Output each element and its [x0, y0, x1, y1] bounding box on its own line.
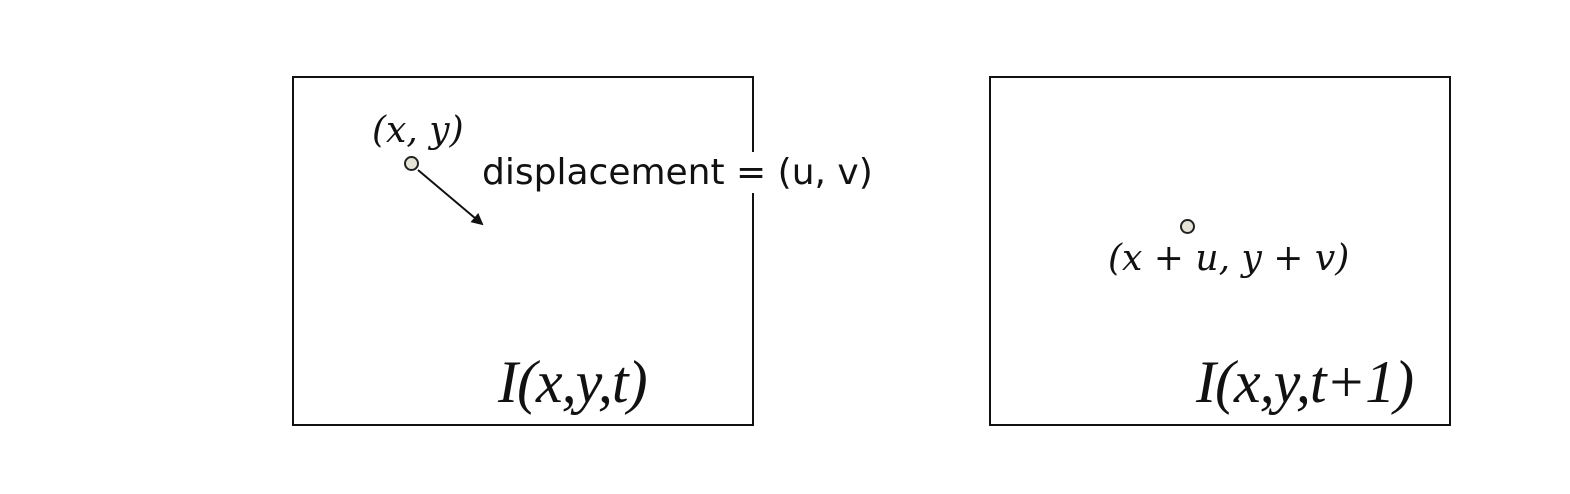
frame-current-image — [292, 76, 754, 426]
source-point-marker — [404, 156, 419, 171]
displacement-label: displacement = (u, v) — [480, 152, 875, 193]
target-point-marker — [1180, 219, 1195, 234]
source-point-label: (x, y) — [372, 110, 464, 151]
target-point-label: (x + u, y + v) — [1108, 238, 1350, 279]
frame-next-image — [989, 76, 1451, 426]
frame-current-title: I(x,y,t) — [498, 349, 648, 415]
frame-next-title: I(x,y,t+1) — [1196, 349, 1414, 415]
